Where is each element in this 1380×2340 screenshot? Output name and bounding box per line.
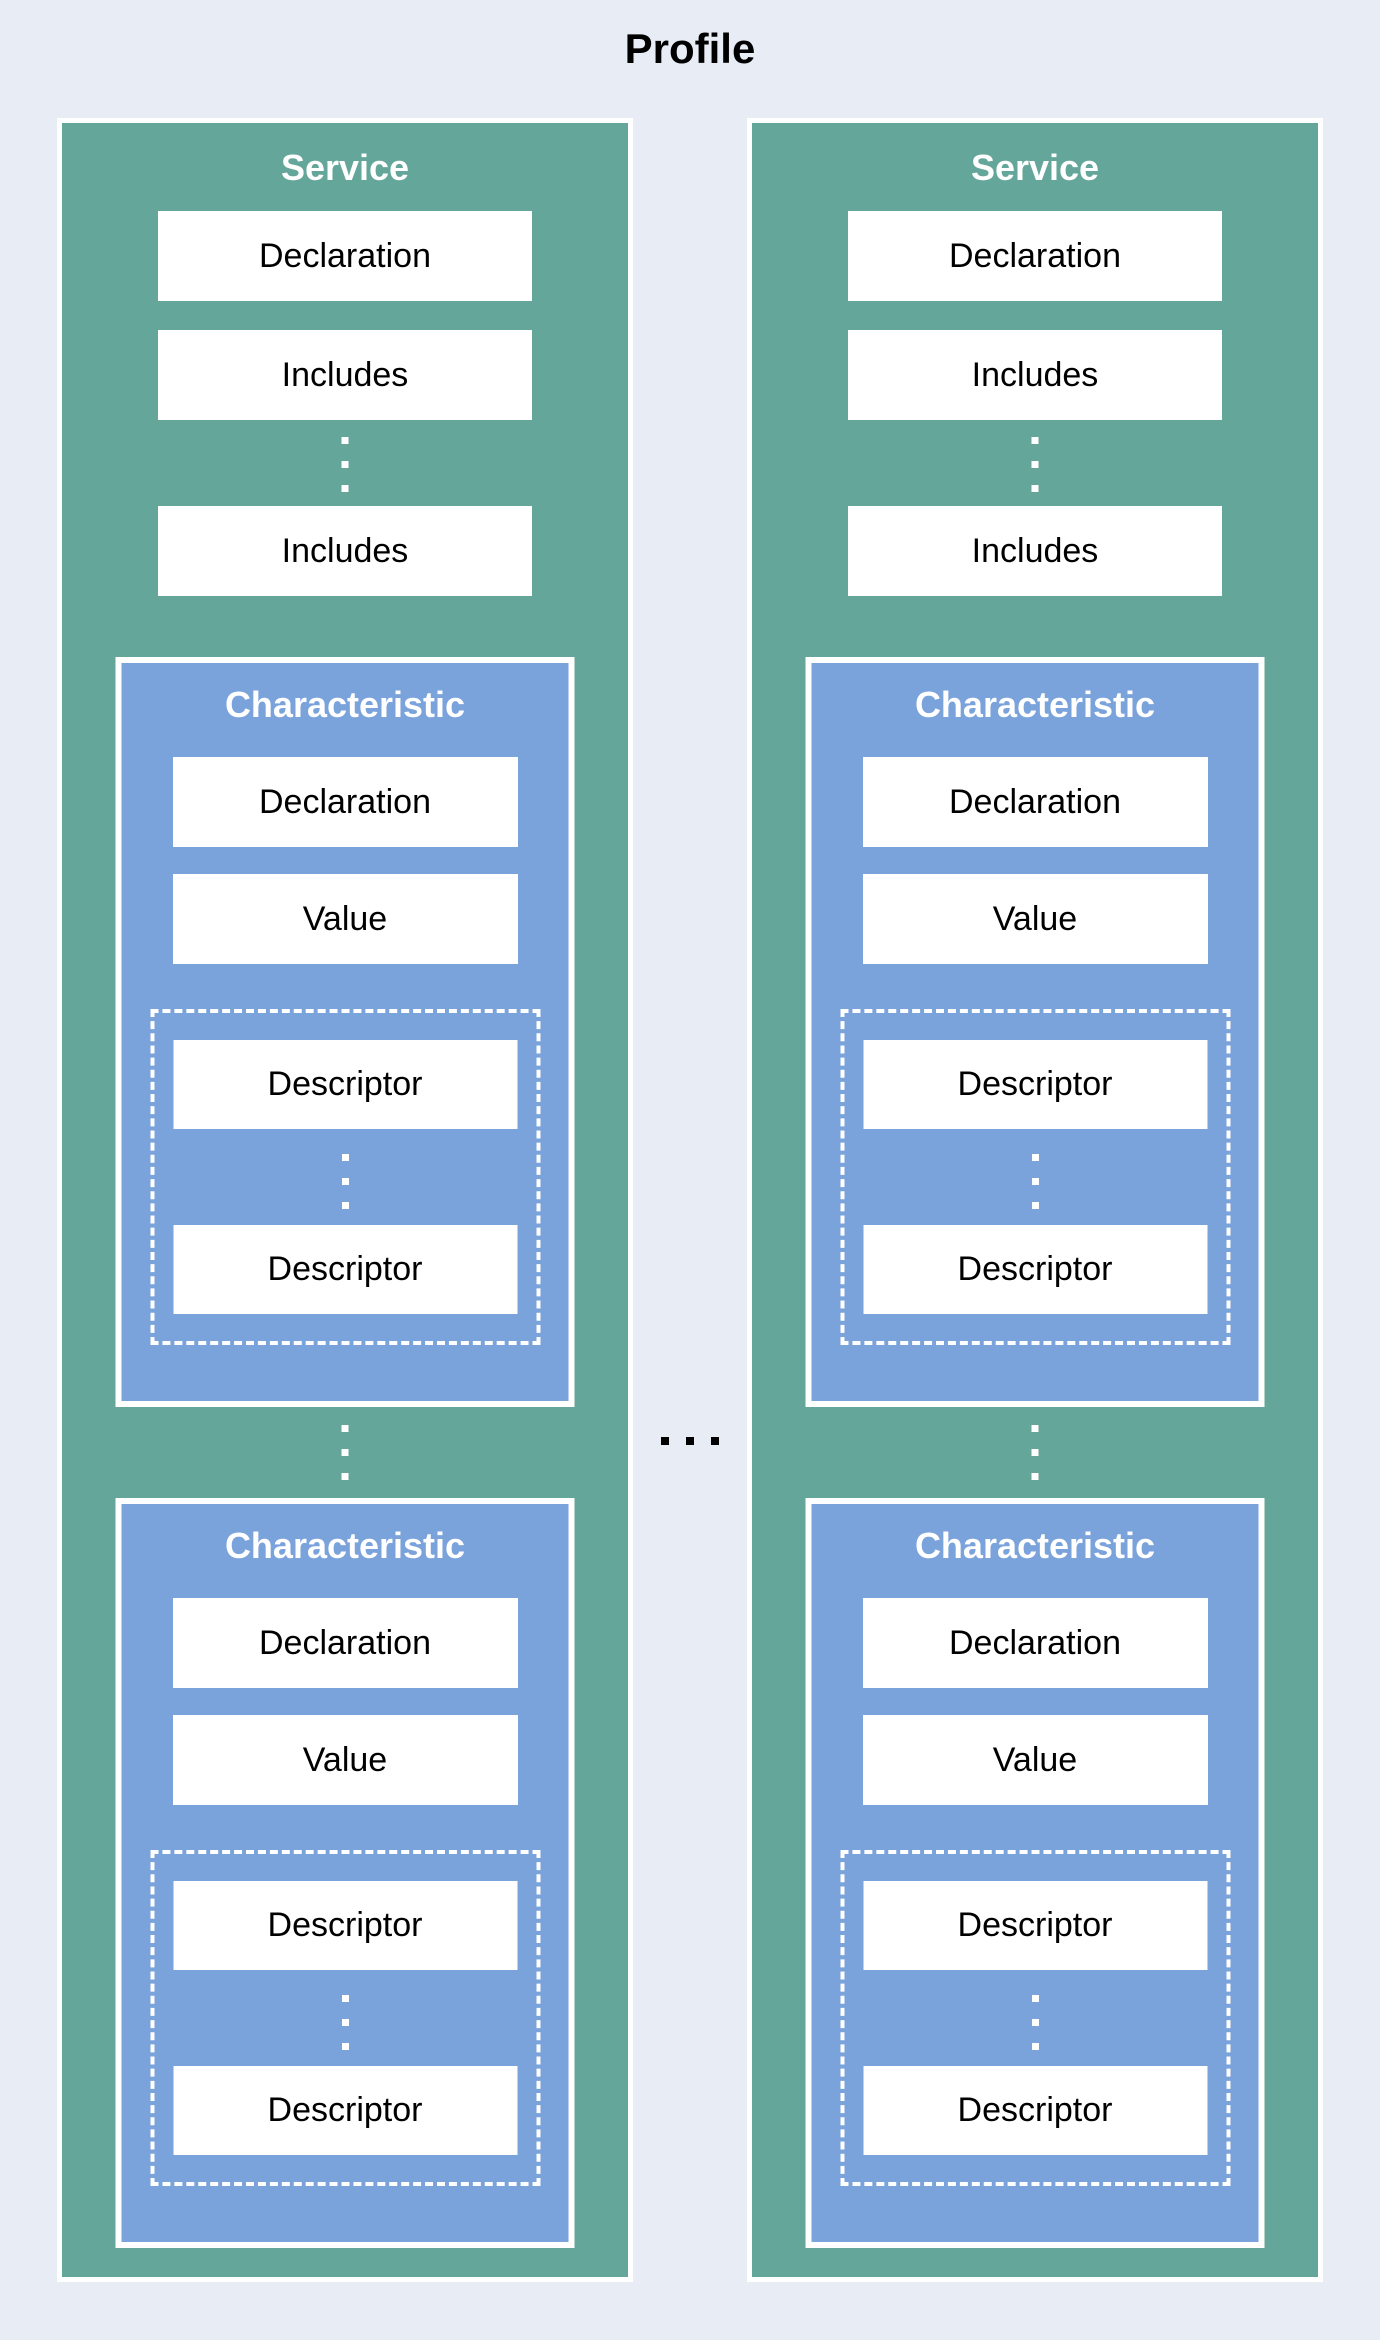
vertical-ellipsis-icon — [341, 1154, 349, 1209]
descriptor-box: Descriptor — [173, 1881, 517, 1970]
characteristic-declaration-box: Declaration — [172, 757, 518, 847]
descriptor-box: Descriptor — [863, 1225, 1207, 1314]
service-declaration-box: Declaration — [158, 211, 532, 301]
vertical-ellipsis-icon — [1031, 1154, 1039, 1209]
characteristic-title: Characteristic — [914, 1525, 1156, 1566]
service-includes-box: Includes — [848, 330, 1222, 420]
characteristic-title: Characteristic — [914, 684, 1156, 725]
characteristic-value-box: Value — [172, 1715, 518, 1805]
horizontal-ellipsis-icon — [661, 1437, 719, 1445]
service-panel: Service Declaration Includes Includes Ch… — [57, 118, 633, 2282]
characteristic-value-box: Value — [862, 1715, 1208, 1805]
descriptor-box: Descriptor — [863, 1040, 1207, 1129]
service-declaration-box: Declaration — [848, 211, 1222, 301]
vertical-ellipsis-icon — [1031, 1995, 1039, 2050]
vertical-ellipsis-icon — [341, 437, 349, 492]
descriptor-group: Descriptor Descriptor — [150, 1009, 540, 1345]
page-title: Profile — [624, 25, 756, 72]
service-title: Service — [970, 147, 1100, 188]
characteristic-title: Characteristic — [224, 1525, 466, 1566]
characteristic-declaration-box: Declaration — [172, 1598, 518, 1688]
descriptor-box: Descriptor — [863, 2066, 1207, 2155]
service-panel: Service Declaration Includes Includes Ch… — [747, 118, 1323, 2282]
service-includes-box: Includes — [158, 330, 532, 420]
descriptor-group: Descriptor Descriptor — [150, 1850, 540, 2186]
descriptor-group: Descriptor Descriptor — [840, 1850, 1230, 2186]
characteristic-panel: Characteristic Declaration Value Descrip… — [115, 1498, 575, 2248]
characteristic-declaration-box: Declaration — [862, 1598, 1208, 1688]
vertical-ellipsis-icon — [1031, 1425, 1039, 1480]
characteristic-value-box: Value — [172, 874, 518, 964]
service-includes-box: Includes — [158, 506, 532, 596]
characteristic-declaration-box: Declaration — [862, 757, 1208, 847]
descriptor-box: Descriptor — [173, 2066, 517, 2155]
characteristic-panel: Characteristic Declaration Value Descrip… — [805, 1498, 1265, 2248]
characteristic-value-box: Value — [862, 874, 1208, 964]
descriptor-box: Descriptor — [173, 1040, 517, 1129]
vertical-ellipsis-icon — [1031, 437, 1039, 492]
descriptor-box: Descriptor — [863, 1881, 1207, 1970]
characteristic-panel: Characteristic Declaration Value Descrip… — [805, 657, 1265, 1407]
descriptor-group: Descriptor Descriptor — [840, 1009, 1230, 1345]
descriptor-box: Descriptor — [173, 1225, 517, 1314]
vertical-ellipsis-icon — [341, 1425, 349, 1480]
service-title: Service — [280, 147, 410, 188]
vertical-ellipsis-icon — [341, 1995, 349, 2050]
characteristic-title: Characteristic — [224, 684, 466, 725]
characteristic-panel: Characteristic Declaration Value Descrip… — [115, 657, 575, 1407]
service-includes-box: Includes — [848, 506, 1222, 596]
